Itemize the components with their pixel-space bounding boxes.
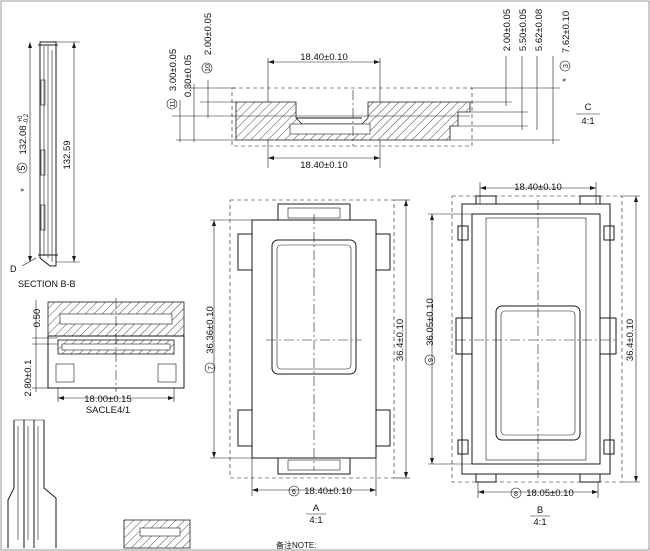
view-b-balloon-8-circle bbox=[510, 487, 522, 499]
view-a-dim-height: 36.36±0.10 bbox=[205, 306, 216, 353]
view-a-dim-right: 36.4±0.10 bbox=[395, 319, 406, 361]
section-bb-dim-balloon: 5 bbox=[17, 165, 27, 170]
view-b-balloon-8: 8 bbox=[514, 491, 518, 498]
view-a-balloon-6: 6 bbox=[292, 489, 296, 496]
section-bb-marker: D bbox=[10, 264, 17, 274]
section-c-balloon-10: 10 bbox=[205, 64, 212, 72]
small-section-scale-note: SACLE4/1 bbox=[86, 405, 130, 416]
section-c-dim-0-30: 0.30±0.05 bbox=[183, 55, 194, 97]
view-b-dim-height: 36.05±0.10 bbox=[425, 298, 436, 345]
section-bb-dim-star: * bbox=[19, 188, 30, 192]
partial-view-bottom-left bbox=[7, 419, 191, 549]
small-section-dim-width: 18.00±0.15 bbox=[84, 394, 131, 405]
section-c-view: 18.40±0.10 18.40±0.10 11 3.00±0.05 0.30±… bbox=[166, 9, 600, 171]
section-bb-dim-tol-lower: -0.2 bbox=[24, 113, 30, 124]
section-bb-dim-tol-upper: +0 bbox=[18, 115, 24, 123]
view-a-balloon-7-circle bbox=[204, 362, 216, 374]
view-a-dim-width: 18.40±0.10 bbox=[304, 486, 351, 497]
note-label: 备注NOTE: bbox=[276, 540, 316, 550]
view-a-balloon-7: 7 bbox=[208, 366, 215, 370]
view-b-balloon-9-circle bbox=[424, 354, 436, 366]
small-section-dim-left: 2.80±0.1 bbox=[23, 360, 34, 397]
view-b-label: B bbox=[537, 505, 543, 516]
view-b-dim-width: 18.05±0.10 bbox=[526, 488, 573, 499]
section-c-top-width: 18.40±0.10 bbox=[300, 52, 347, 63]
section-c-bottom-width: 18.40±0.10 bbox=[300, 160, 347, 171]
section-c-dim-2-00-left: 2.00±0.05 bbox=[203, 13, 214, 55]
section-bb-dim-total: 132.59 bbox=[62, 140, 73, 169]
section-c-view-scale: 4:1 bbox=[581, 116, 594, 127]
section-c-dim-2-00-right: 2.00±0.05 bbox=[502, 9, 513, 51]
section-c-balloon-11-circle bbox=[166, 98, 178, 110]
section-c-dim-5-50: 5.50±0.05 bbox=[518, 9, 529, 51]
section-c-view-label: C bbox=[585, 102, 592, 113]
section-bb-label: SECTION B-B bbox=[18, 279, 76, 289]
view-b-scale: 4:1 bbox=[533, 517, 546, 528]
view-b-dim-top: 18.40±0.10 bbox=[514, 182, 561, 193]
section-c-dim-7-62: 7.62±0.10 bbox=[561, 11, 572, 53]
view-b: 18.40±0.10 9 36.05±0.10 36.4±0.10 8 18.0… bbox=[424, 182, 640, 528]
view-a: 7 36.36±0.10 36.4±0.10 6 18.40±0.10 A 4:… bbox=[204, 199, 410, 526]
section-c-balloon-10-circle bbox=[201, 62, 213, 74]
section-bb-view: 132.59 * 5 132.08 +0 -0.2 D SECTION B-B bbox=[10, 41, 80, 289]
section-bb-dim-value: 132.08 bbox=[18, 125, 29, 154]
view-b-balloon-9: 9 bbox=[428, 358, 435, 362]
section-c-dim-3-00: 3.00±0.05 bbox=[168, 49, 179, 91]
small-section-dim-top: 0.50 bbox=[32, 309, 43, 328]
view-b-dim-right: 36.4±0.10 bbox=[625, 319, 636, 361]
section-c-star: * bbox=[561, 78, 572, 82]
section-c-balloon-3: 3 bbox=[563, 64, 570, 68]
section-c-balloon-11: 11 bbox=[170, 100, 177, 107]
section-c-dim-5-62: 5.62±0.08 bbox=[534, 9, 545, 51]
view-a-label: A bbox=[313, 503, 320, 514]
section-c-balloon-3-circle bbox=[559, 60, 571, 72]
section-bb-dim-balloon-circle bbox=[16, 162, 28, 174]
small-section-view: 0.50 2.80±0.1 18.00±0.15 SACLE4/1 bbox=[23, 298, 185, 416]
view-a-balloon-6-circle bbox=[288, 485, 300, 497]
view-a-scale: 4:1 bbox=[309, 515, 322, 526]
